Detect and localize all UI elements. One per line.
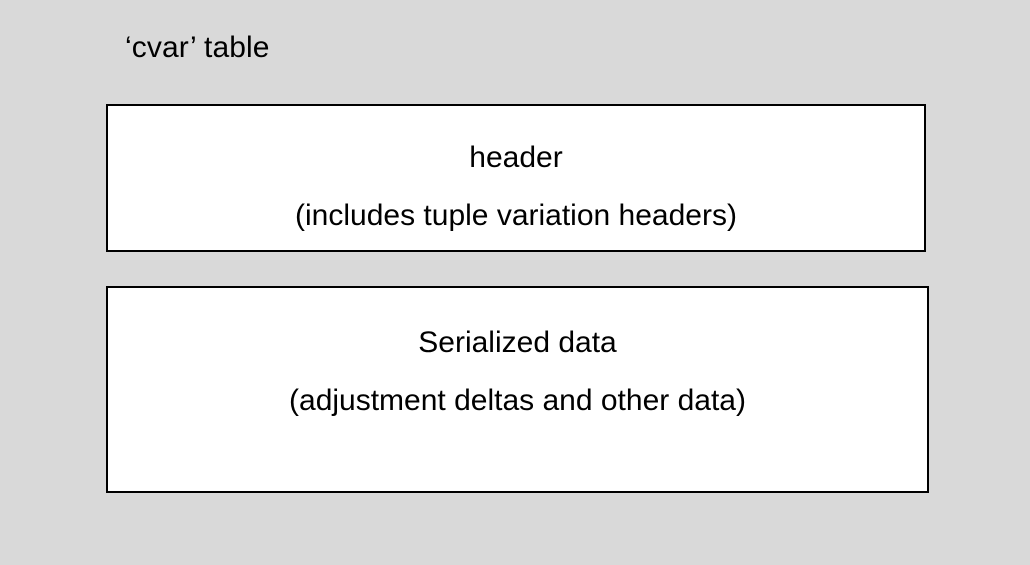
serialized-data-box-line-1: Serialized data <box>418 326 617 359</box>
header-box-line-1: header <box>469 141 563 174</box>
serialized-data-box-line-2: (adjustment deltas and other data) <box>289 384 746 417</box>
header-box-text: header (includes tuple variation headers… <box>108 129 924 245</box>
header-box-line-2: (includes tuple variation headers) <box>295 199 737 232</box>
serialized-data-box-text: Serialized data (adjustment deltas and o… <box>108 314 927 430</box>
serialized-data-box: Serialized data (adjustment deltas and o… <box>106 286 929 493</box>
page-title: ‘cvar’ table <box>125 31 270 64</box>
header-box: header (includes tuple variation headers… <box>106 104 926 252</box>
